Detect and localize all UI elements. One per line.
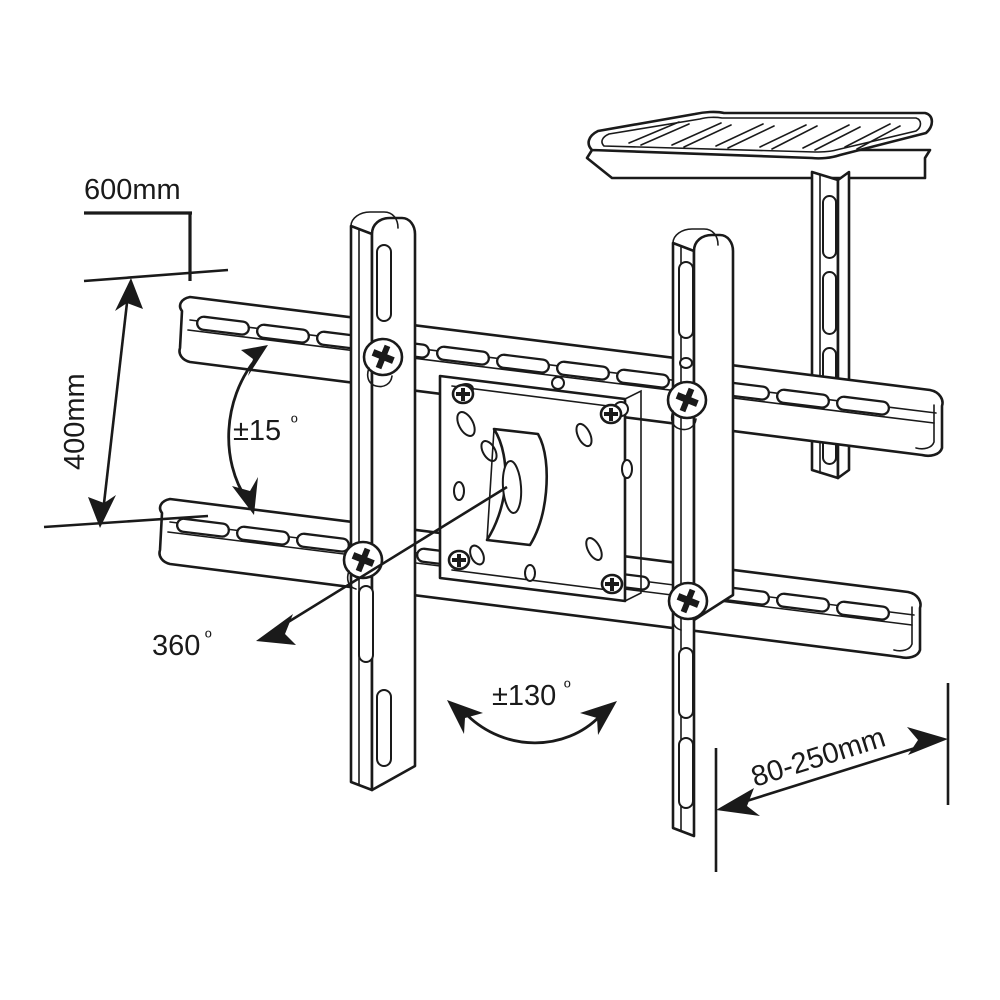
angle-15deg-unit: º — [291, 412, 298, 432]
left-rail-slot — [376, 689, 392, 767]
left-rail-slot — [358, 585, 374, 663]
angle-15deg-label: ±15 — [233, 415, 281, 447]
angle-130deg-unit: º — [564, 677, 571, 697]
ceiling-plate — [585, 110, 934, 180]
dimension-400mm: 400mm — [43, 268, 229, 529]
angle-360deg: 360 º — [152, 485, 508, 662]
right-rail-slot — [678, 647, 694, 719]
screw-head — [666, 380, 708, 431]
dimension-400mm-label: 400mm — [59, 373, 91, 470]
dimension-600mm-label: 600mm — [84, 174, 181, 206]
center-plate — [438, 374, 642, 603]
drop-pole-slot — [822, 195, 837, 259]
right-rail-slot — [678, 737, 694, 809]
right-rail-slot — [678, 261, 694, 339]
screw-head-small — [447, 549, 471, 571]
angle-130deg-label: ±130 — [492, 680, 556, 712]
pivot-bracket — [485, 427, 549, 547]
drop-pole-slot — [822, 271, 837, 335]
screw-head-small — [600, 573, 624, 595]
angle-360deg-unit: º — [205, 627, 212, 647]
angle-130deg: ±130 º — [447, 677, 617, 745]
screw-head — [667, 581, 709, 631]
angle-15deg: ±15 º — [227, 345, 298, 515]
left-rail-slot — [376, 244, 392, 322]
screw-head-small — [451, 383, 475, 405]
screw-head — [362, 337, 404, 388]
left-vertical-rail — [349, 211, 417, 792]
angle-360deg-label: 360 — [152, 630, 200, 662]
dimension-600mm: 600mm — [84, 174, 192, 281]
ceiling-plate-slots — [628, 121, 901, 151]
screw-head-small — [599, 403, 623, 425]
screw-fasteners — [342, 337, 709, 631]
